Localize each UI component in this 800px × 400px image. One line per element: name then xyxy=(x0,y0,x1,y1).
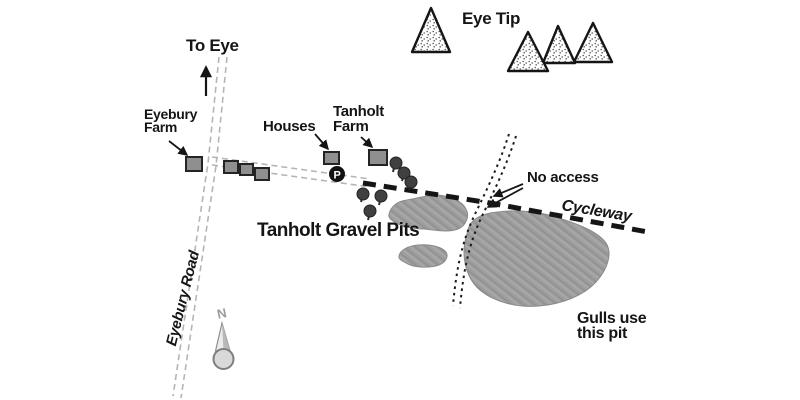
tree-icon xyxy=(363,204,377,221)
parking-icon: P xyxy=(329,166,345,182)
tree-icon xyxy=(397,166,411,182)
gravel-pit-gulls xyxy=(463,210,610,307)
tree-icon xyxy=(374,189,388,206)
houses-building xyxy=(323,151,340,165)
eyebury-farm-building xyxy=(185,156,203,172)
compass-north-letter: N xyxy=(216,305,228,322)
mound-icon xyxy=(572,21,614,64)
eyebury-farm-arrow-icon xyxy=(168,140,189,156)
eye-tip-mounds xyxy=(410,6,614,73)
mound-icon xyxy=(541,24,577,65)
gravel-pit-areas xyxy=(388,194,610,307)
mound-icon xyxy=(410,6,452,54)
eye-tip-label: Eye Tip xyxy=(462,9,521,28)
to-eye-label: To Eye xyxy=(186,36,239,55)
pointer-arrows xyxy=(168,133,524,208)
gravel-pit-small xyxy=(398,244,448,268)
gravel-pit-west xyxy=(388,194,469,232)
trees xyxy=(356,156,418,221)
eyebury-road-lines xyxy=(172,56,228,399)
gulls-note-label: Gulls use this pit xyxy=(577,310,647,342)
house-building xyxy=(239,163,254,176)
parking-letter: P xyxy=(334,170,341,182)
no-access-track xyxy=(452,133,517,309)
tanholt-farm-building xyxy=(368,149,388,166)
house-building xyxy=(223,160,239,174)
no-access-arrow-icon xyxy=(492,183,524,198)
buildings xyxy=(185,149,388,181)
eyebury-farm-label: Eyebury Farm xyxy=(144,106,198,135)
gravel-pits-title: Tanholt Gravel Pits xyxy=(257,220,420,241)
no-access-arrow-icon xyxy=(486,187,524,208)
tree-icon xyxy=(389,156,403,173)
tanholt-farm-label: Tanholt Farm xyxy=(333,103,384,135)
compass-icon: N xyxy=(212,305,235,370)
mound-icon xyxy=(506,30,550,73)
no-access-label: No access xyxy=(527,169,599,186)
house-building xyxy=(254,167,270,181)
houses-label: Houses xyxy=(263,118,316,135)
houses-arrow-icon xyxy=(314,133,329,151)
tanholt-farm-arrow-icon xyxy=(360,136,374,148)
tree-icon xyxy=(356,187,370,203)
tree-icon xyxy=(404,175,418,191)
